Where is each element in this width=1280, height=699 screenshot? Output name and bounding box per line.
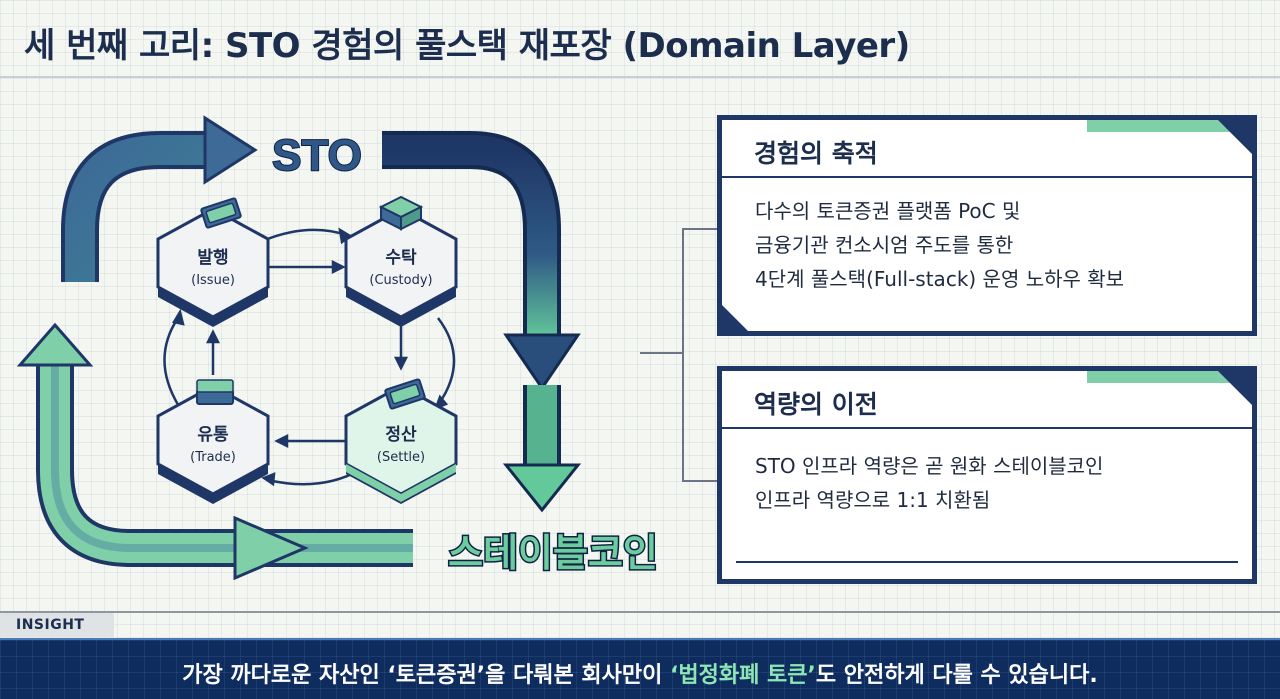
insight-text-after: 도 안전하게 다룰 수 있습니다. bbox=[815, 663, 1098, 688]
insight-banner: 가장 까다로운 자산인 ‘토큰증권’을 다뤄본 회사만이 ‘법정화폐 토큰’도 … bbox=[0, 638, 1280, 699]
stablecoin-label: 스테이블코인 bbox=[448, 531, 658, 575]
panel-bracket bbox=[682, 228, 684, 482]
vault-box-icon bbox=[378, 195, 424, 231]
money-stack-icon bbox=[200, 197, 242, 229]
panel-corner bbox=[1218, 120, 1252, 154]
panel-line: 금융기관 컨소시엄 주도를 통한 bbox=[755, 233, 1014, 257]
node-settle: 정산 (Settle) bbox=[344, 378, 458, 504]
insight-highlight: ‘법정화폐 토큰’ bbox=[670, 663, 816, 688]
node-settle-name: 정산 bbox=[385, 425, 417, 445]
money-stack-icon bbox=[196, 379, 234, 405]
panel-line: 인프라 역량으로 1:1 치환됨 bbox=[755, 488, 991, 512]
insight-tag: INSIGHT bbox=[0, 611, 114, 637]
money-stack-icon bbox=[384, 378, 426, 410]
node-trade-sub: (Trade) bbox=[190, 450, 236, 465]
page-title: 세 번째 고리: STO 경험의 풀스택 재포장 (Domain Layer) bbox=[24, 26, 910, 66]
cycle-diagram: STO 스테이블코인 발행 (Issue) 수탁 (Custody) 정산 ( bbox=[16, 115, 659, 581]
loop-arrow-right bbox=[382, 131, 582, 513]
insight-divider bbox=[0, 611, 1280, 613]
panel-line: 4단계 풀스택(Full-stack) 운영 노하우 확보 bbox=[755, 267, 1125, 291]
panel-heading: 역량의 이전 bbox=[722, 371, 1252, 429]
node-issue: 발행 (Issue) bbox=[156, 197, 270, 327]
sto-label: STO bbox=[272, 131, 362, 180]
insight-message: 가장 까다로운 자산인 ‘토큰증권’을 다뤄본 회사만이 ‘법정화폐 토큰’도 … bbox=[0, 657, 1280, 689]
panel-body: STO 인프라 역량은 곧 원화 스테이블코인 인프라 역량으로 1:1 치환됨 bbox=[722, 429, 1252, 517]
insight-text-before: 가장 까다로운 자산인 ‘토큰증권’을 다뤄본 회사만이 bbox=[182, 663, 670, 688]
panel-corner bbox=[1218, 371, 1252, 405]
panel-line: STO 인프라 역량은 곧 원화 스테이블코인 bbox=[755, 454, 1104, 478]
loop-arrow-left bbox=[16, 115, 413, 581]
panel-accent bbox=[1087, 371, 1252, 383]
panel-transfer: 역량의 이전 STO 인프라 역량은 곧 원화 스테이블코인 인프라 역량으로 … bbox=[717, 366, 1257, 584]
panel-corner bbox=[722, 305, 748, 331]
title-divider bbox=[0, 76, 1280, 78]
node-custody-sub: (Custody) bbox=[369, 273, 432, 288]
bracket-stem bbox=[640, 352, 682, 354]
panel-accent bbox=[1087, 120, 1252, 132]
node-settle-sub: (Settle) bbox=[377, 450, 425, 465]
node-trade-name: 유통 bbox=[197, 425, 229, 445]
node-custody: 수탁 (Custody) bbox=[344, 195, 458, 327]
node-issue-sub: (Issue) bbox=[191, 273, 235, 288]
node-trade: 유통 (Trade) bbox=[156, 379, 270, 504]
node-issue-name: 발행 bbox=[197, 248, 228, 268]
bracket-arm-top bbox=[682, 228, 718, 230]
panel-experience: 경험의 축적 다수의 토큰증권 플랫폼 PoC 및 금융기관 컨소시엄 주도를 … bbox=[717, 115, 1257, 336]
panel-line: 다수의 토큰증권 플랫폼 PoC 및 bbox=[755, 199, 1021, 223]
panel-footer-rule bbox=[736, 561, 1238, 563]
panel-body: 다수의 토큰증권 플랫폼 PoC 및 금융기관 컨소시엄 주도를 통한 4단계 … bbox=[722, 178, 1252, 296]
bracket-arm-bottom bbox=[682, 480, 718, 482]
node-custody-name: 수탁 bbox=[385, 248, 417, 268]
panel-heading: 경험의 축적 bbox=[722, 120, 1252, 178]
